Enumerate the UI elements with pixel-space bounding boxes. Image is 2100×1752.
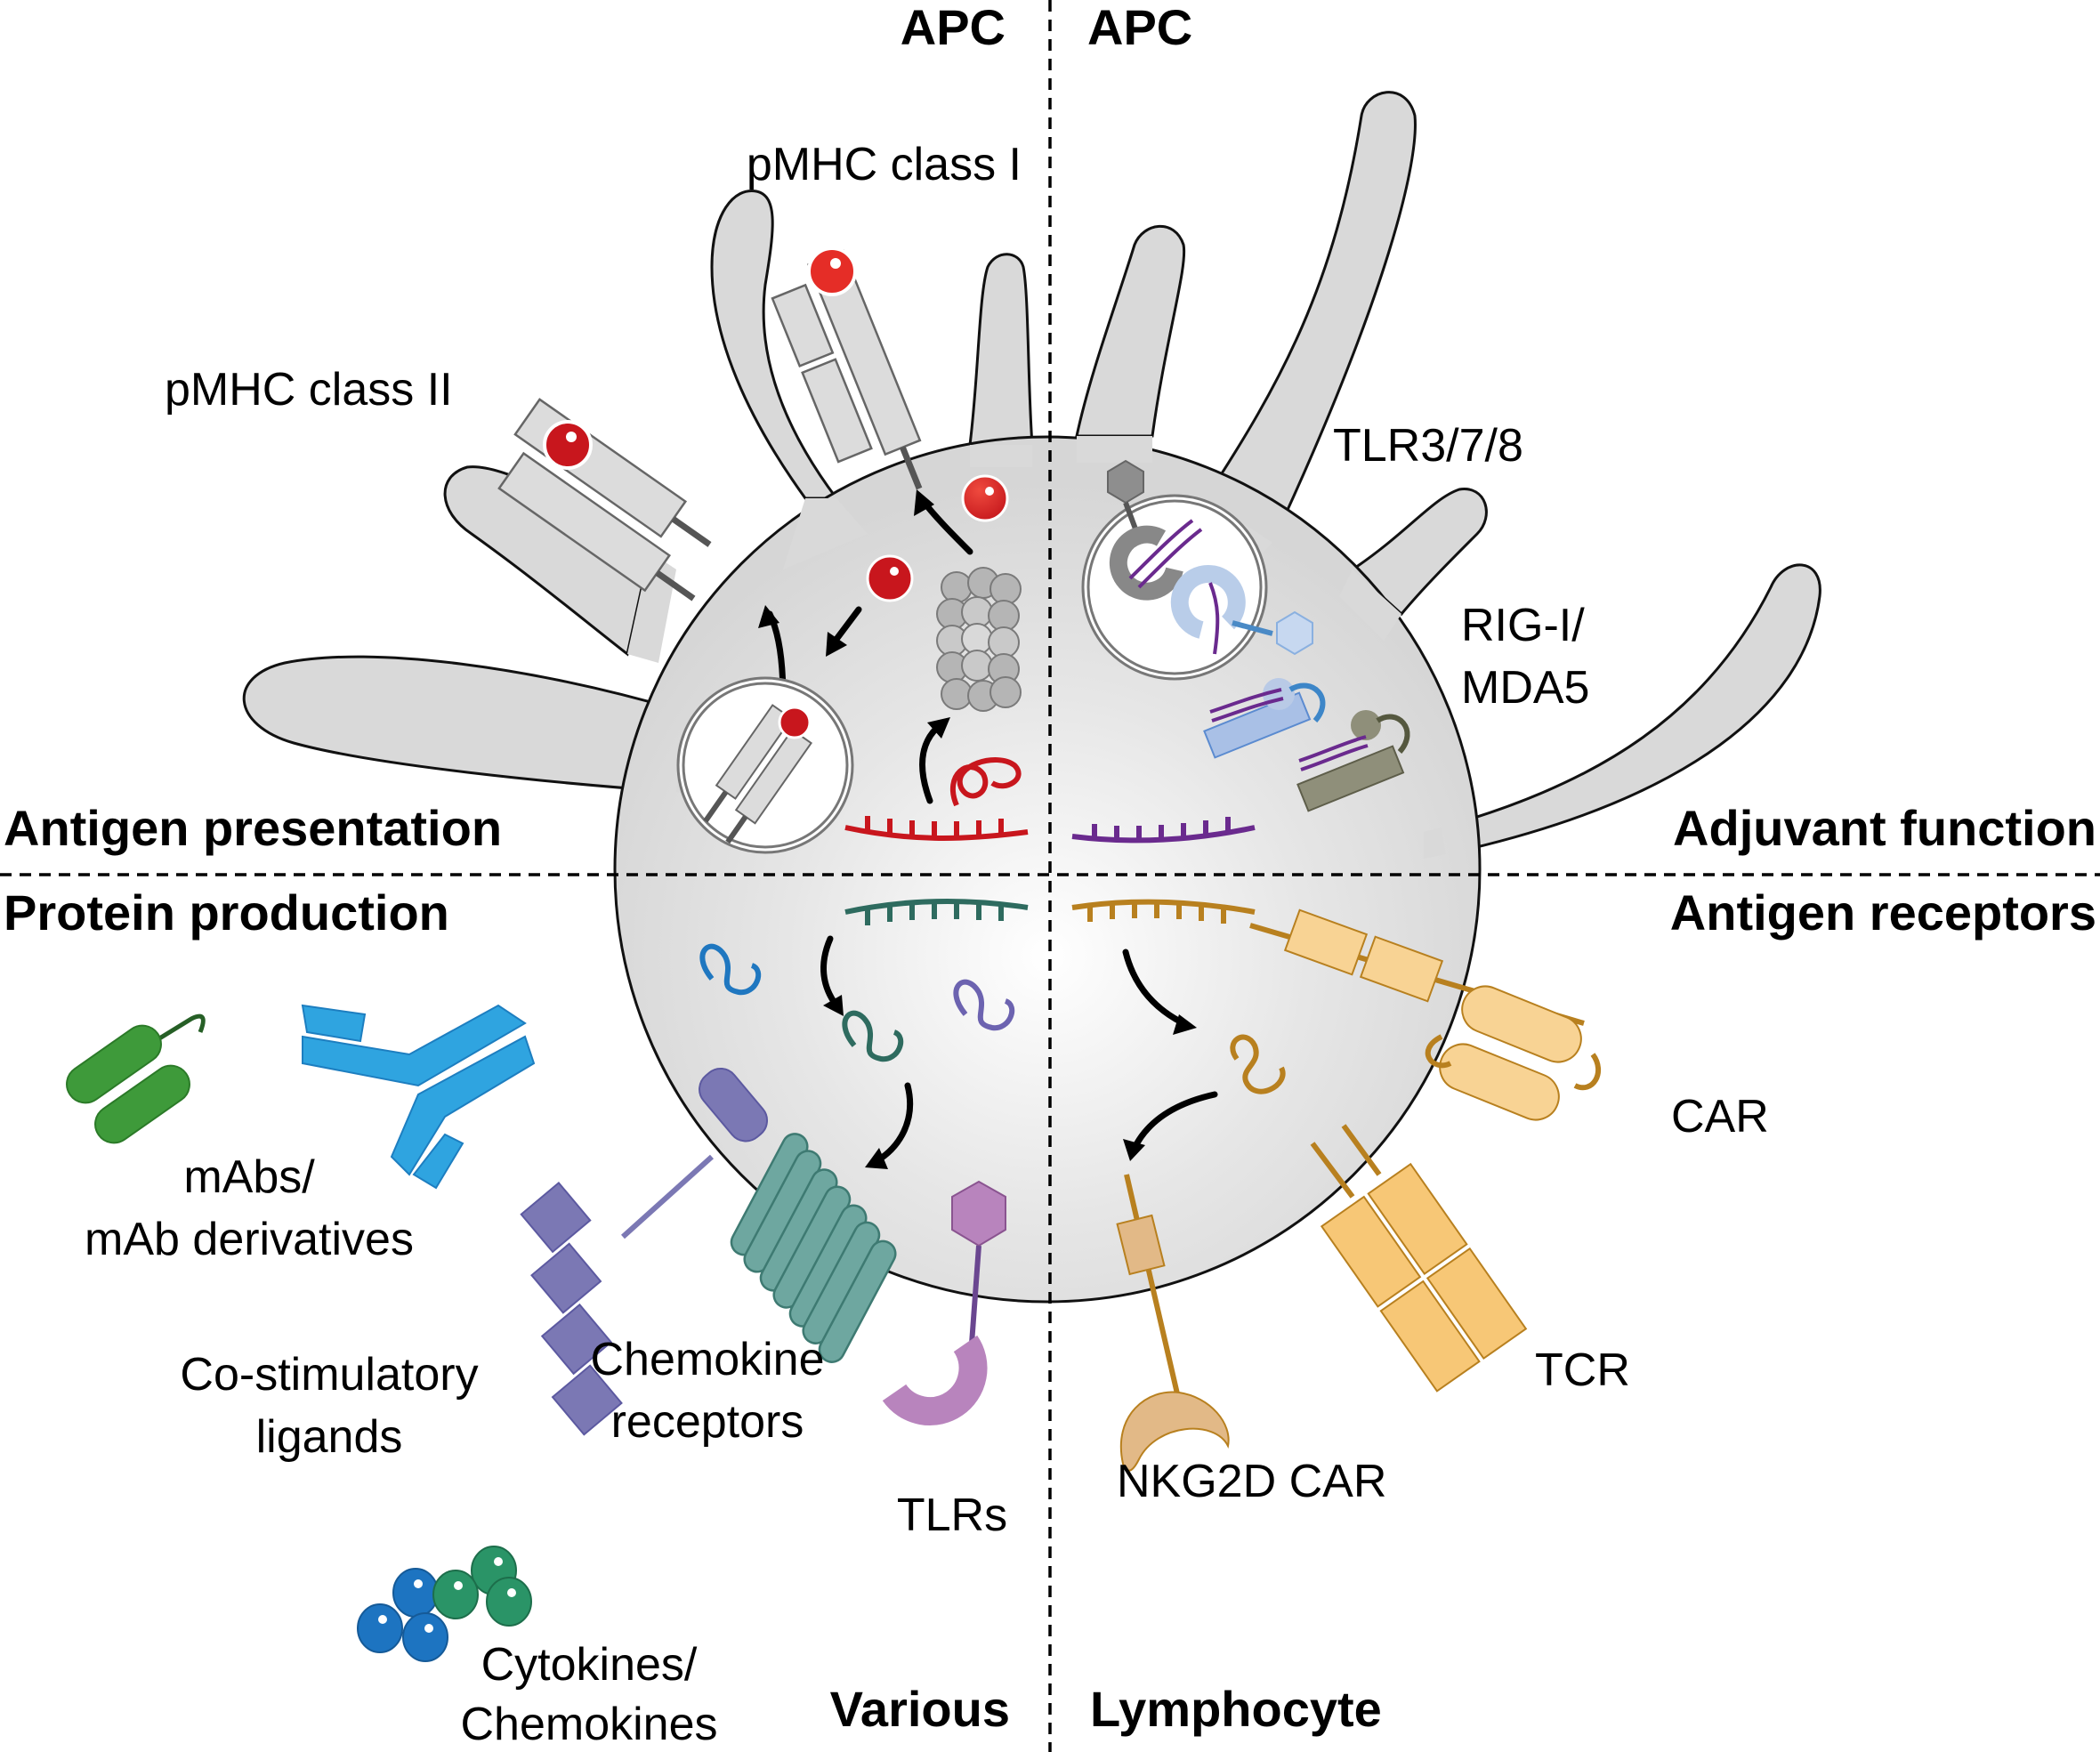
label-rig-i: RIG-I/ (1461, 600, 1585, 651)
protein-red (949, 757, 1022, 807)
label-tlr378: TLR3/7/8 (1333, 420, 1523, 472)
label-mabs: mAbs/ (183, 1151, 315, 1203)
mrna-red (844, 816, 1029, 841)
quadrant-function-tl: Antigen presentation (4, 800, 502, 856)
label-nkg2d-car: NKG2D CAR (1117, 1456, 1386, 1507)
quadrant-function-bl: Protein production (4, 884, 449, 941)
peptide-icon (961, 474, 1009, 522)
protein-blue (699, 943, 762, 996)
tlr-gray-hexagon-icon (1107, 459, 1144, 505)
proteasome (936, 567, 1022, 712)
label-car: CAR (1671, 1091, 1769, 1142)
endosome-tlr (1081, 459, 1313, 681)
protrusion-top-right (1075, 224, 1186, 438)
protein-orange (1230, 1034, 1286, 1094)
quadrant-function-br: Antigen receptors (1670, 884, 2096, 941)
quadrant-function-tr: Adjuvant function (1673, 800, 2096, 856)
label-ligands: ligands (256, 1411, 403, 1463)
arrowhead (823, 995, 844, 1016)
cytokines (357, 1546, 532, 1662)
peptide-mhc1 (807, 246, 857, 296)
arrow-protein-to-receptor (873, 1082, 914, 1165)
mrna-orange (1071, 899, 1256, 924)
cell-membrane (613, 435, 1482, 1304)
quadrant-adjuvant-function: APC TLR3/7/8 RIG-I/ MDA5 Adjuvant functi… (1071, 0, 2096, 856)
protrusion-left (242, 655, 687, 794)
arrowhead (865, 1148, 888, 1169)
chemokine-receptor (730, 1133, 897, 1363)
arrowhead (914, 489, 934, 516)
peptide-icon (866, 554, 914, 602)
arrow-mrna-to-protein-orange (1122, 949, 1187, 1027)
quadrant-antigen-presentation: APC pMHC class I pMHC class II Antigen p… (4, 0, 1029, 856)
nkg2d-car (1116, 1174, 1230, 1472)
label-tlrs: TLRs (897, 1490, 1007, 1541)
quadrant-cell-type-tr: APC (1087, 0, 1192, 55)
arrowhead (1123, 1139, 1145, 1161)
protrusion-tall-right (1203, 91, 1417, 545)
arrowhead (758, 605, 779, 628)
tlr-blue-hexagon-icon (1276, 610, 1313, 656)
cell-body (242, 91, 1821, 1304)
protrusion-right-long (1440, 563, 1821, 856)
cell-protrusions (242, 91, 1821, 856)
label-pmhc-class-i: pMHC class I (747, 139, 1022, 190)
protrusion-right-short (1350, 488, 1488, 617)
protrusion-top-short (968, 253, 1034, 447)
label-pmhc-class-ii: pMHC class II (165, 364, 453, 416)
label-chemokines: Chemokines (460, 1699, 717, 1750)
peptide-mhc2 (543, 420, 593, 470)
arrowhead (826, 632, 847, 657)
arrowhead (1173, 1014, 1197, 1035)
mrna-purple (1071, 817, 1256, 844)
tlr-blue-horseshoe-icon (1170, 564, 1246, 639)
label-tcr: TCR (1535, 1344, 1630, 1396)
label-costimulatory: Co-stimulatory (180, 1349, 478, 1401)
label-receptors: receptors (611, 1396, 804, 1448)
quadrant-antigen-receptors: Antigen receptors CAR TCR NKG2D CAR Lymp… (1071, 884, 2096, 1737)
endosome-mhc2 (676, 676, 854, 854)
quadrant-cell-type-tl: APC (901, 0, 1006, 55)
mab-igg (301, 1004, 536, 1190)
rig-i (1203, 678, 1326, 759)
mda5 (1296, 710, 1410, 812)
mrna-teal (844, 899, 1029, 925)
mab-scfv (66, 1013, 206, 1144)
tlr-pink (882, 1180, 1006, 1426)
arrowhead (927, 717, 950, 739)
tcr (1310, 1124, 1528, 1393)
protrusion-tall-left (710, 189, 839, 500)
car (1249, 908, 1601, 1121)
mhc-class-i (771, 248, 923, 490)
quadrant-cell-type-br: Lymphocyte (1090, 1681, 1382, 1737)
tlr-gray-horseshoe-icon (1109, 525, 1183, 601)
label-chemokine: Chemokine (590, 1334, 824, 1385)
label-mab-derivatives: mAb derivatives (85, 1214, 414, 1265)
label-mda5: MDA5 (1461, 662, 1589, 714)
quadrant-cell-type-bl: Various (830, 1681, 1010, 1737)
label-cytokines: Cytokines/ (481, 1639, 698, 1691)
arrow-protein-to-nkg2d (1131, 1091, 1218, 1151)
protein-green (842, 1010, 904, 1062)
protein-purple (953, 979, 1015, 1031)
quadrant-protein-production: Protein production mAbs/ mAb derivatives… (4, 884, 1029, 1750)
costimulatory-ligand (520, 1067, 769, 1436)
